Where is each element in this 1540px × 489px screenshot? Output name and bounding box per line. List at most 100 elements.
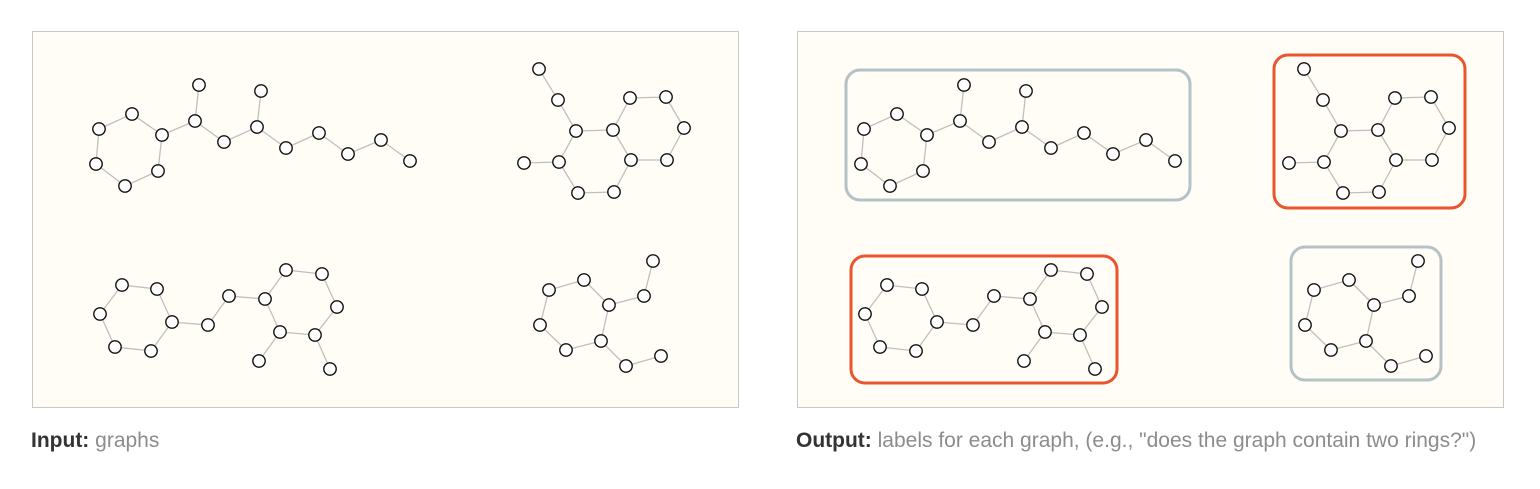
graph-node [1168, 154, 1182, 168]
label-box-positive [1272, 53, 1467, 210]
graph-node [92, 122, 106, 136]
input-caption-key: Input: [31, 429, 90, 452]
graph-node [192, 78, 206, 92]
graph-node [1282, 156, 1296, 170]
graph-node [858, 307, 872, 321]
graph-node [1015, 120, 1029, 134]
graph-node [594, 334, 608, 348]
graph-node [1371, 123, 1385, 137]
graph-node [1367, 298, 1381, 312]
graph-node [217, 135, 231, 149]
output-panel [797, 31, 1504, 408]
graph-node [1324, 343, 1338, 357]
graph-node [1019, 84, 1033, 98]
graph-node [1106, 147, 1120, 161]
graph-node [89, 157, 103, 171]
graph-node [108, 340, 122, 354]
graph-node [374, 133, 388, 147]
graph-node [1023, 292, 1037, 306]
graph-node [1317, 155, 1331, 169]
graph-node [1077, 126, 1091, 140]
graph-node [1017, 354, 1031, 368]
graph-node [1044, 141, 1058, 155]
graph-node [252, 354, 266, 368]
graph-node [279, 263, 293, 277]
graph-node [873, 340, 887, 354]
graph-fused-rings-a [517, 62, 691, 200]
input-graphs-canvas [89, 62, 691, 376]
graph-node [1298, 318, 1312, 332]
graph-node [953, 114, 967, 128]
output-caption-text: labels for each graph, (e.g., "does the … [877, 429, 1477, 452]
label-box-negative [844, 68, 1192, 202]
graph-node [115, 278, 129, 292]
graph-two-rings-linked [93, 263, 344, 376]
graph-node [144, 344, 158, 358]
graph-node [165, 315, 179, 329]
graph-node [1389, 153, 1403, 167]
graph-node [1424, 90, 1438, 104]
graph-node [1044, 263, 1058, 277]
graph-node [890, 107, 904, 121]
graph-two-rings-linked [849, 254, 1119, 385]
graph-node [930, 315, 944, 329]
graph-node [624, 153, 638, 167]
graph-node [258, 292, 272, 306]
input-caption-text: graphs [95, 429, 160, 452]
graph-node [623, 91, 637, 105]
graph-node [857, 122, 871, 136]
graph-node [93, 307, 107, 321]
graph-node [915, 282, 929, 296]
graph-chain-ring [89, 78, 417, 193]
graph-node [150, 282, 164, 296]
graph-node [677, 121, 691, 135]
graph-node [559, 343, 573, 357]
graph-node [403, 154, 417, 168]
graph-node [619, 359, 633, 373]
graph-node [222, 289, 236, 303]
graph-node [982, 135, 996, 149]
graph-node [533, 318, 547, 332]
graph-node [607, 185, 621, 199]
graph-node [118, 179, 132, 193]
input-panel [32, 31, 739, 408]
graph-node [1073, 328, 1087, 342]
graph-node [1442, 121, 1456, 135]
label-box-negative [1289, 245, 1443, 382]
graph-node [966, 318, 980, 332]
graph-node [1402, 289, 1416, 303]
graph-node [880, 278, 894, 292]
output-caption-key: Output: [796, 429, 872, 452]
graph-node [254, 84, 268, 98]
graph-node [569, 124, 583, 138]
graph-node [660, 153, 674, 167]
output-caption: Output: labels for each graph, (e.g., "d… [796, 429, 1476, 453]
graph-node [654, 349, 668, 363]
output-graphs-canvas [844, 53, 1467, 385]
graph-node [1359, 334, 1373, 348]
graph-node [577, 273, 591, 287]
graph-node [854, 157, 868, 171]
graph-node [1307, 283, 1321, 297]
graph-node [602, 298, 616, 312]
input-caption: Input: graphs [31, 429, 159, 453]
graph-node [916, 164, 930, 178]
label-box-positive [849, 254, 1119, 385]
graph-node [532, 62, 546, 76]
graph-node [606, 123, 620, 137]
graph-node [551, 93, 565, 107]
graph-node [1384, 359, 1398, 373]
graph-node [909, 344, 923, 358]
graph-node [1038, 325, 1052, 339]
graph-node [341, 147, 355, 161]
graph-node [542, 283, 556, 297]
graph-node [1316, 93, 1330, 107]
graph-node [1095, 300, 1109, 314]
graph-node [151, 164, 165, 178]
graph-node [1425, 153, 1439, 167]
graph-node [637, 289, 651, 303]
graph-node [1419, 349, 1433, 363]
graph-node [1388, 91, 1402, 105]
graph-node [571, 186, 585, 200]
graph-node [517, 156, 531, 170]
